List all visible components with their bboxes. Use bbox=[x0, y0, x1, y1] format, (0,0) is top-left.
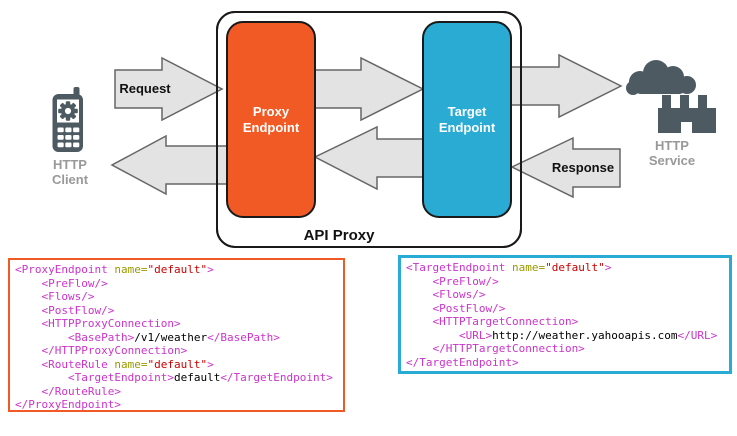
code-line: </RouteRule> bbox=[15, 384, 121, 398]
code-line: <HTTPTargetConnection> bbox=[406, 315, 579, 328]
factory-door bbox=[681, 122, 692, 133]
mobile-phone-icon bbox=[52, 87, 83, 152]
proxy-endpoint-code-block: <ProxyEndpoint name="default"> <PreFlow/… bbox=[8, 258, 345, 412]
response-label: Response bbox=[551, 160, 615, 175]
code-line: <Flows/> bbox=[406, 288, 486, 301]
code-line: <RouteRule name="default"> bbox=[15, 357, 214, 371]
code-line: <PreFlow/> bbox=[15, 276, 108, 290]
smoke-cloud bbox=[626, 60, 696, 95]
code-line: <HTTPProxyConnection> bbox=[15, 317, 181, 330]
response-arrow bbox=[510, 136, 621, 199]
http-service-label: HTTP Service bbox=[648, 138, 696, 168]
code-line: </HTTPProxyConnection> bbox=[15, 344, 188, 357]
code-line: <ProxyEndpoint name="default"> bbox=[15, 263, 214, 276]
proxy-endpoint-label: Proxy Endpoint bbox=[242, 103, 300, 135]
api-proxy-box-border bbox=[216, 11, 522, 248]
code-line: <PostFlow/> bbox=[406, 301, 506, 315]
code-line: <URL>http://weather.yahooapis.com</URL> bbox=[406, 328, 718, 342]
http-client-label: HTTP Client bbox=[51, 157, 89, 187]
proxy-endpoint-box bbox=[226, 21, 316, 218]
proxy-to-target-arrow bbox=[312, 56, 425, 122]
code-line: </TargetEndpoint> bbox=[406, 355, 519, 369]
code-line: <PreFlow/> bbox=[406, 274, 499, 288]
code-line: <TargetEndpoint name="default"> bbox=[406, 261, 612, 274]
target-endpoint-code-block: <TargetEndpoint name="default"> <PreFlow… bbox=[398, 255, 732, 374]
target-endpoint-box bbox=[422, 21, 512, 218]
phone-keypad bbox=[57, 127, 80, 148]
target-to-service-arrow bbox=[510, 53, 623, 119]
api-proxy-label: API Proxy bbox=[303, 227, 375, 244]
target-endpoint-label: Target Endpoint bbox=[438, 103, 496, 135]
factory-cloud-icon bbox=[626, 60, 716, 133]
code-line: </HTTPTargetConnection> bbox=[406, 342, 585, 355]
proxy-to-client-arrow bbox=[110, 134, 230, 196]
request-arrow bbox=[114, 56, 224, 122]
code-line: <Flows/> bbox=[15, 290, 95, 303]
request-label: Request bbox=[119, 81, 171, 96]
code-line: <TargetEndpoint>default</TargetEndpoint> bbox=[15, 371, 333, 384]
target-to-proxy-arrow bbox=[313, 125, 425, 191]
diagram-canvas bbox=[52, 11, 716, 248]
gear-icon bbox=[58, 101, 78, 121]
code-line: <BasePath>/v1/weather</BasePath> bbox=[15, 330, 280, 344]
code-line: </ProxyEndpoint> bbox=[15, 398, 121, 411]
code-line: <PostFlow/> bbox=[15, 303, 115, 317]
